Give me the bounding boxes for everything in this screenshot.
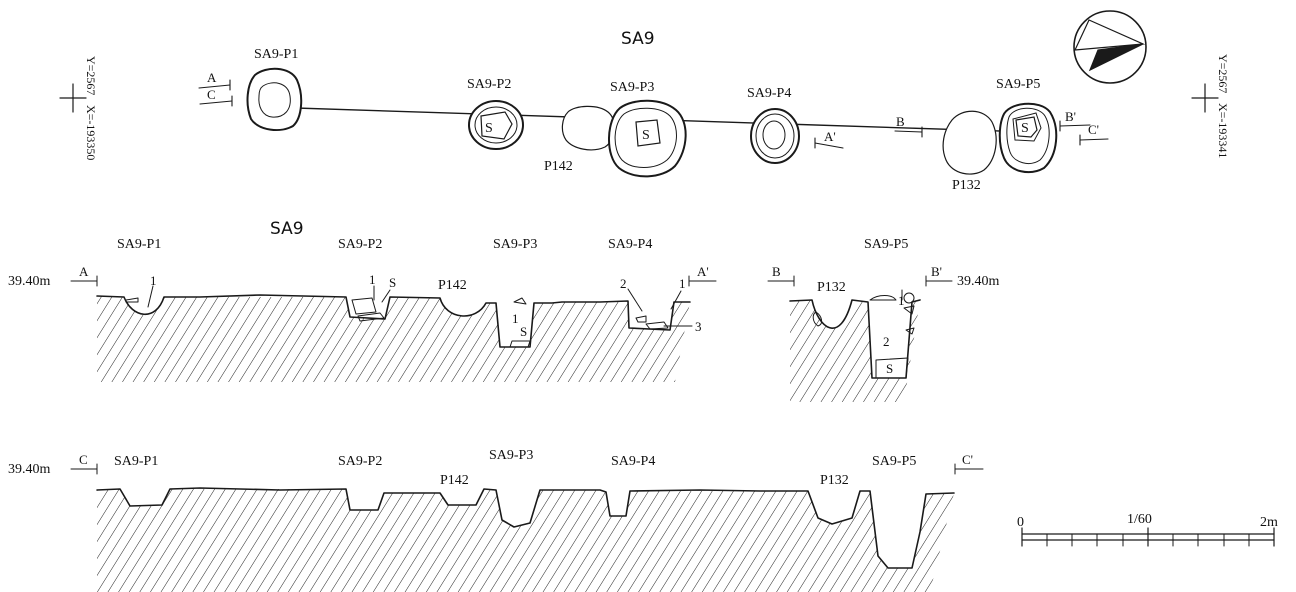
section-point-c: C xyxy=(79,452,88,467)
layer-1-p1: 1 xyxy=(150,273,157,288)
section-c-label-p142: P142 xyxy=(440,473,469,488)
section-ab-label-p1: SA9-P1 xyxy=(117,237,161,252)
section-ab-elevation-left: 39.40m xyxy=(8,274,51,289)
grid-marker-right: Y=2567 X=-193341 xyxy=(1191,54,1230,158)
layer-1-p2: 1 xyxy=(369,272,376,287)
grid-y-right: Y=2567 xyxy=(1216,54,1230,93)
scale-ratio: 1/60 xyxy=(1127,512,1152,527)
plan-point-b-prime: B' xyxy=(1065,109,1076,124)
plan-stone-p5: S xyxy=(1021,121,1029,136)
plan-label-p3: SA9-P3 xyxy=(610,80,654,95)
section-ab-label-p142: P142 xyxy=(438,278,467,293)
plan-point-b: B xyxy=(896,114,905,129)
plan-view: SA9 Y=2567 X=-193350 Y=2567 X=-193341 xyxy=(59,10,1230,193)
section-c-label-p3: SA9-P3 xyxy=(489,448,533,463)
plan-title: SA9 xyxy=(621,29,655,49)
section-point-b-prime: B' xyxy=(931,264,942,279)
posthole-sa9-p4: SA9-P4 xyxy=(747,86,800,164)
section-c-elevation: 39.40m xyxy=(8,462,51,477)
section-point-a: A xyxy=(79,264,89,279)
grid-x-right: X=-193341 xyxy=(1216,103,1230,158)
posthole-sa9-p1: SA9-P1 xyxy=(246,47,303,132)
grid-marker-left: Y=2567 X=-193350 xyxy=(59,56,98,160)
section-point-a-prime: A' xyxy=(697,264,709,279)
plan-label-p2: SA9-P2 xyxy=(467,77,511,92)
section-title: SA9 xyxy=(270,219,304,239)
section-ab-label-p132: P132 xyxy=(817,280,846,295)
posthole-sa9-p5: S SA9-P5 xyxy=(996,77,1058,174)
section-point-b: B xyxy=(772,264,781,279)
section-c-label-p132: P132 xyxy=(820,473,849,488)
plan-point-a: A xyxy=(207,70,217,85)
grid-y-left: Y=2567 xyxy=(84,56,98,95)
plan-label-p5: SA9-P5 xyxy=(996,77,1040,92)
scale-end: 2m xyxy=(1260,515,1278,530)
plan-label-p142: P142 xyxy=(544,159,573,174)
section-point-c-prime: C' xyxy=(962,452,973,467)
pit-p142: P142 xyxy=(544,105,615,174)
section-c-label-p4: SA9-P4 xyxy=(611,454,655,469)
section-ab-label-p5: SA9-P5 xyxy=(864,237,908,252)
plan-label-p1: SA9-P1 xyxy=(254,47,298,62)
pit-p132: P132 xyxy=(942,110,997,193)
grid-x-left: X=-193350 xyxy=(84,105,98,160)
scale-start: 0 xyxy=(1017,515,1024,530)
plan-point-c: C xyxy=(207,87,216,102)
layer-s-p5: S xyxy=(886,361,893,376)
section-c-label-p1: SA9-P1 xyxy=(114,454,158,469)
section-ab-label-p4: SA9-P4 xyxy=(608,237,652,252)
plan-point-c-prime: C' xyxy=(1088,122,1099,137)
scale-bar: 0 1/60 2m xyxy=(1017,512,1278,547)
section-c: 39.40m C C' SA9-P1 SA9-P2 P142 SA9-P3 SA… xyxy=(8,448,984,592)
plan-stone-p3: S xyxy=(642,128,650,143)
section-ab-elevation-right: 39.40m xyxy=(957,274,1000,289)
layer-s-p3: S xyxy=(520,324,527,339)
plan-label-p132: P132 xyxy=(952,178,981,193)
soil-mass-bb xyxy=(790,300,920,402)
layer-1-p4: 1 xyxy=(679,276,686,291)
north-arrow-icon xyxy=(1073,10,1147,84)
plan-stone-p2: S xyxy=(485,121,493,136)
layer-2-p5: 2 xyxy=(883,334,890,349)
layer-s-p2: S xyxy=(389,275,396,290)
section-c-label-p2: SA9-P2 xyxy=(338,454,382,469)
posthole-sa9-p2: S SA9-P2 xyxy=(467,77,524,150)
section-markers-plan: A C A' B B' C' xyxy=(198,70,1109,149)
layer-3-p4: 3 xyxy=(695,319,702,334)
section-c-label-p5: SA9-P5 xyxy=(872,454,916,469)
layer-2-p4: 2 xyxy=(620,276,627,291)
soil-mass-aa xyxy=(97,296,690,382)
posthole-sa9-p3: S SA9-P3 xyxy=(608,80,687,178)
section-ab-label-p2: SA9-P2 xyxy=(338,237,382,252)
section-ab-label-p3: SA9-P3 xyxy=(493,237,537,252)
plan-label-p4: SA9-P4 xyxy=(747,86,791,101)
layer-1-p5: 1 xyxy=(898,293,905,308)
layer-1-p3: 1 xyxy=(512,311,519,326)
plan-point-a-prime: A' xyxy=(824,129,836,144)
soil-mass-cc xyxy=(97,489,954,592)
section-ab: SA9 SA9-P1 SA9-P2 SA9-P3 SA9-P4 SA9-P5 P… xyxy=(8,219,1000,402)
